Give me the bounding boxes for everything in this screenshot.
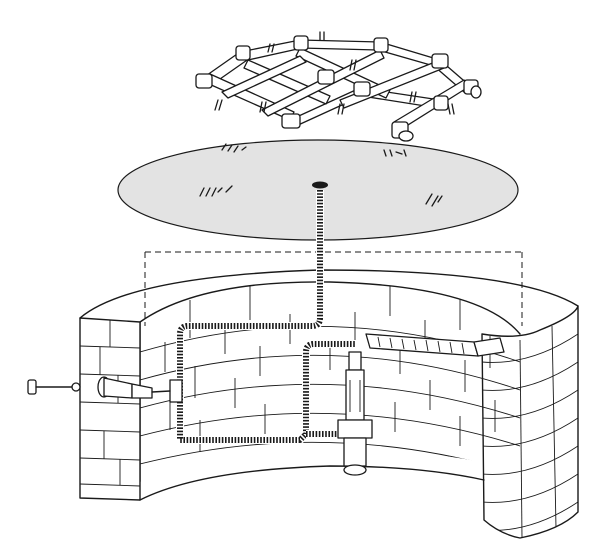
regulator-fitting <box>348 351 362 371</box>
enclosure-front-face <box>481 305 579 539</box>
front-face-bricks <box>482 325 578 538</box>
enclosure-rim-inner <box>139 281 521 335</box>
burner-joint <box>195 35 479 139</box>
enclosure-bottom-edge <box>139 465 485 501</box>
pan-mark <box>425 193 443 207</box>
pan-mark <box>221 143 247 153</box>
enclosure-rim-outer <box>79 269 579 319</box>
left-cap-bricks <box>79 320 141 487</box>
valve-key-handle <box>27 379 37 395</box>
vent-block <box>365 333 505 357</box>
brick-enclosure <box>79 269 579 539</box>
pan-mark <box>199 185 233 197</box>
burner-cross-rail <box>221 55 307 99</box>
regulator-collar <box>337 419 373 439</box>
burner-frame <box>195 31 482 142</box>
valve-tee <box>169 379 183 403</box>
regulator-base <box>343 437 367 467</box>
burner-rail <box>299 39 381 51</box>
burner-nozzle <box>214 31 455 115</box>
gas-inlet-hole <box>312 181 328 189</box>
inner-wall-bricks <box>140 282 520 482</box>
vent-bar-end <box>473 337 505 357</box>
valve-body <box>131 383 153 399</box>
pipe-end <box>470 85 482 99</box>
pipe-end <box>398 130 414 142</box>
vent-slots <box>377 336 465 355</box>
gas-hose <box>177 190 356 443</box>
vent-bar <box>365 333 479 357</box>
regulator-foot <box>343 464 367 476</box>
valve-key-tip <box>71 382 81 392</box>
regulator <box>337 351 373 476</box>
valve-sleeve <box>103 377 133 399</box>
pan-mark <box>383 149 407 157</box>
gas-line <box>176 190 356 444</box>
alignment-lines <box>144 251 523 326</box>
regulator-body <box>345 369 365 421</box>
key-valve-assembly <box>27 376 183 403</box>
